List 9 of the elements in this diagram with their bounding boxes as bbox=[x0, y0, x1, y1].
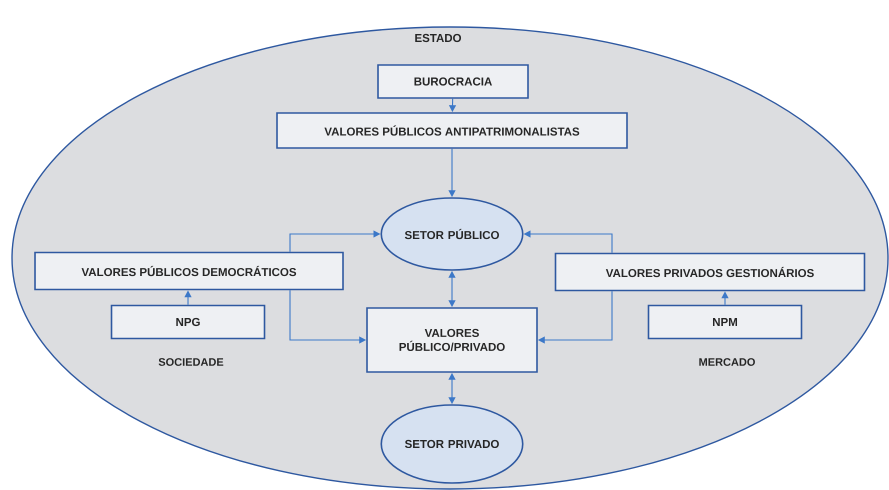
text-box: VALORES PRIVADOS GESTIONÁRIOS bbox=[554, 252, 866, 292]
text-box: VALORES PÚBLICO/PRIVADO bbox=[366, 307, 538, 373]
text-box: VALORES PÚBLICOS ANTIPATRIMONALISTAS bbox=[276, 112, 628, 149]
text-box: NPM bbox=[648, 304, 802, 340]
text-box: BUROCRACIA bbox=[377, 64, 529, 99]
region-label: SOCIEDADE bbox=[158, 358, 224, 366]
region-label: MERCADO bbox=[699, 358, 755, 366]
text-box: NPG bbox=[110, 304, 266, 340]
text-box: VALORES PÚBLICOS DEMOCRÁTICOS bbox=[34, 252, 344, 290]
